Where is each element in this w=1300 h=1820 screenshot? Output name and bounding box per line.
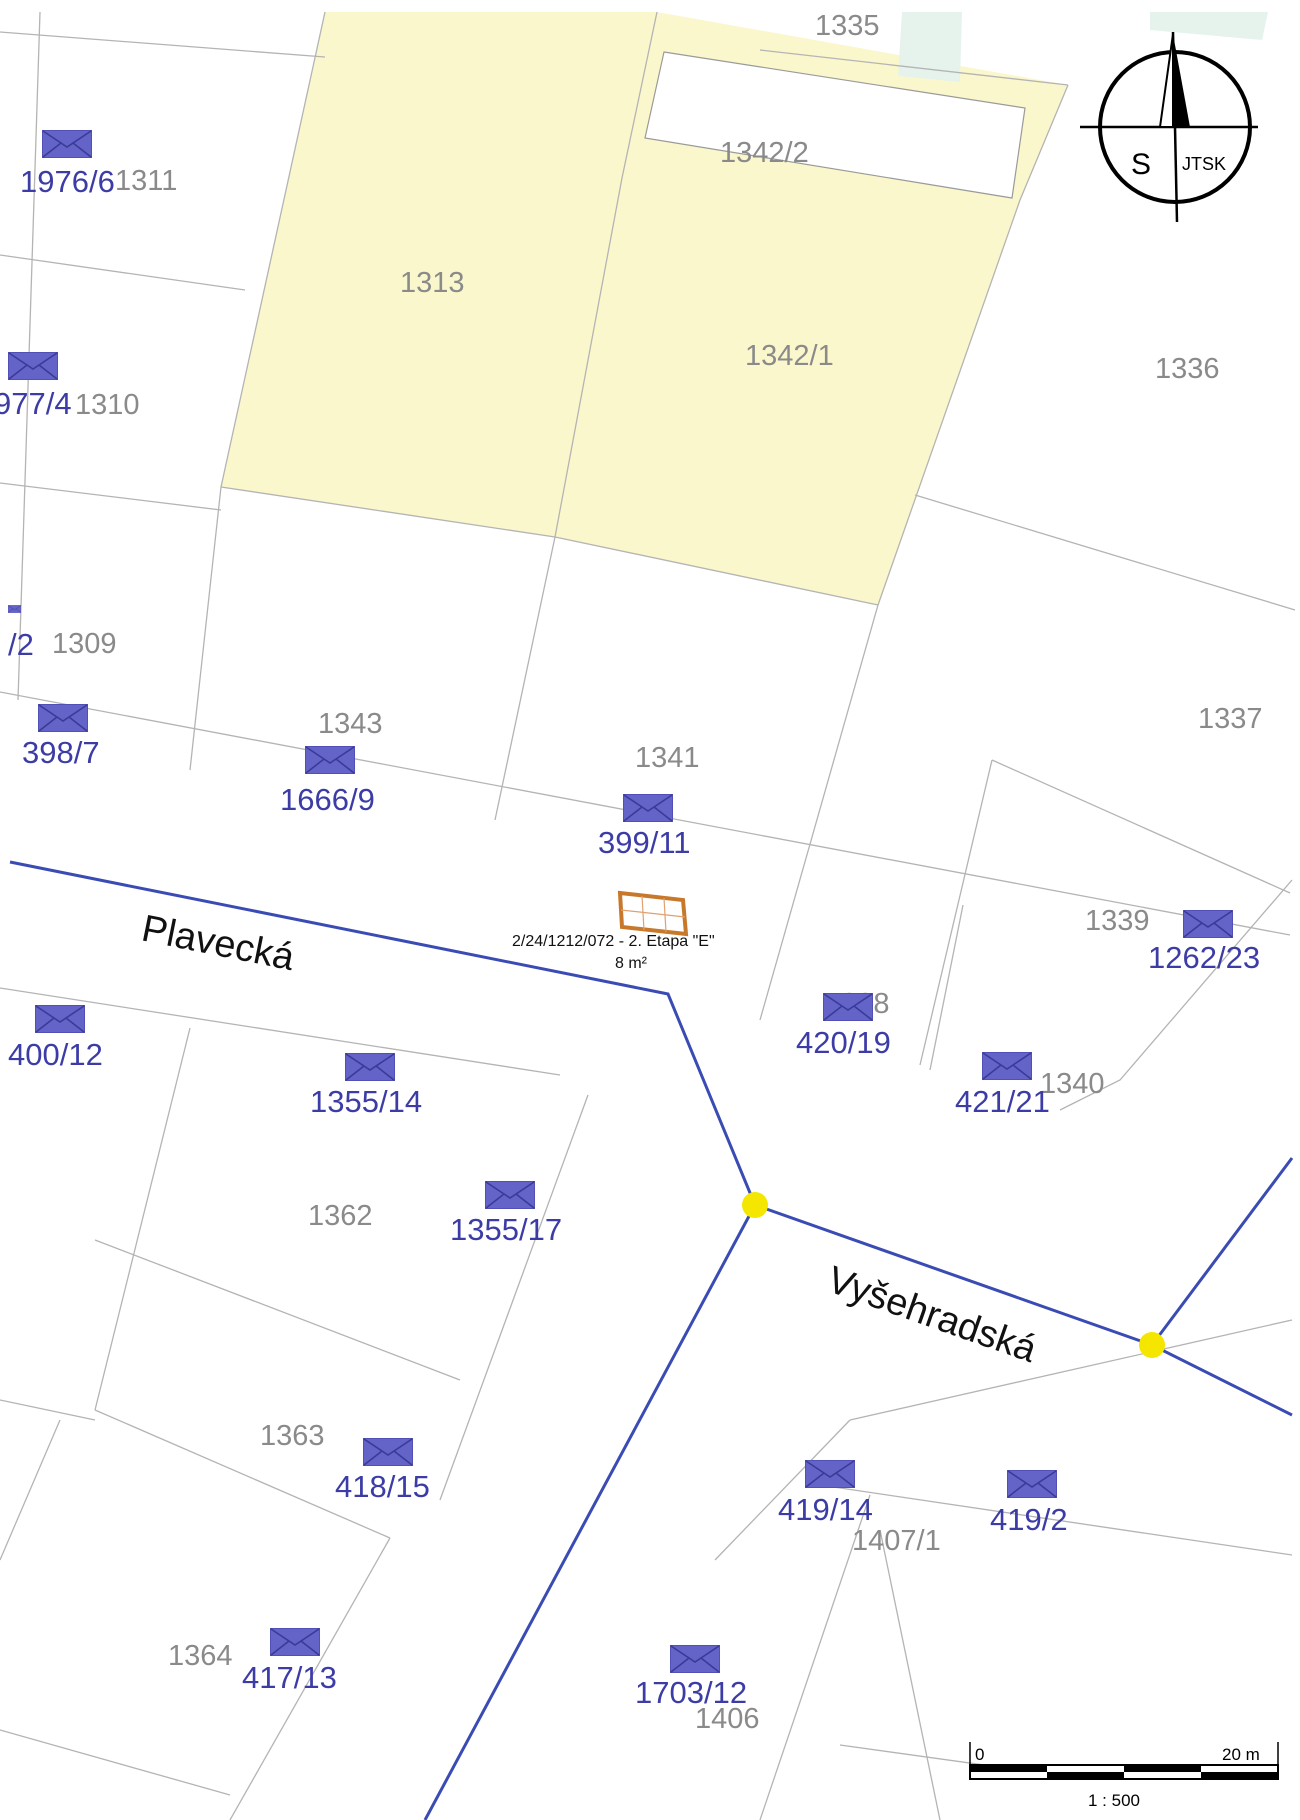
- address-point-icon[interactable]: [305, 746, 355, 774]
- street-node[interactable]: [1139, 1332, 1165, 1358]
- parcel-number[interactable]: 1309: [52, 628, 117, 660]
- highlighted-parcels: [221, 12, 1268, 605]
- address-point-icon[interactable]: [363, 1438, 413, 1466]
- address-point-icon[interactable]: [8, 604, 21, 614]
- address-number[interactable]: 1976/6: [20, 164, 115, 199]
- address-point-icon[interactable]: [270, 1628, 320, 1656]
- address-point-icon[interactable]: [1007, 1470, 1057, 1498]
- parcel-number-labels: 1335 1342/2 1311 1313 1342/1 1336 1310 1…: [52, 10, 1263, 1735]
- address-point-icon[interactable]: [35, 1005, 85, 1033]
- parcel-number[interactable]: 1341: [635, 742, 700, 774]
- scale-bar-segment: [1124, 1765, 1201, 1772]
- parcel-number[interactable]: 1362: [308, 1200, 373, 1232]
- scale-start-label: 0: [975, 1745, 984, 1764]
- scale-bar-segment: [1201, 1772, 1278, 1779]
- parcel-1342-2-building: [644, 51, 1026, 199]
- scale-bar-segment: [1047, 1772, 1124, 1779]
- address-number[interactable]: 419/2: [990, 1502, 1068, 1537]
- address-point-icon[interactable]: [8, 352, 58, 380]
- parcel-number[interactable]: 1363: [260, 1420, 325, 1452]
- target-parcel[interactable]: [617, 890, 689, 937]
- parcel-number[interactable]: 1364: [168, 1640, 233, 1672]
- address-point-icon[interactable]: [805, 1460, 855, 1488]
- address-point-icon[interactable]: [623, 794, 673, 822]
- street-label-vysehradska[interactable]: Vyšehradská: [822, 1259, 1043, 1371]
- address-number-labels: 1976/6 977/4 /2 398/7 1666/9 399/11 1262…: [0, 164, 1260, 1710]
- address-number[interactable]: 1355/17: [450, 1212, 562, 1247]
- parcel-number[interactable]: 1406: [695, 1703, 760, 1735]
- street-line-vysehradska: [754, 1203, 1293, 1417]
- address-number[interactable]: 419/14: [778, 1492, 873, 1527]
- address-point-icon[interactable]: [485, 1181, 535, 1209]
- scale-bar: 0 20 m 1 : 500: [969, 1742, 1279, 1810]
- address-number[interactable]: /2: [8, 627, 34, 662]
- parcel-number[interactable]: 1310: [75, 389, 140, 421]
- address-number[interactable]: 977/4: [0, 386, 72, 421]
- parcel-number[interactable]: 1335: [815, 10, 880, 42]
- address-number[interactable]: 1666/9: [280, 782, 375, 817]
- scale-bar-segment: [970, 1765, 1047, 1772]
- address-number[interactable]: 400/12: [8, 1037, 103, 1072]
- parcel-number[interactable]: 1337: [1198, 703, 1263, 735]
- north-arrow-icon: [1173, 34, 1190, 127]
- parcel-number[interactable]: 1340: [1040, 1068, 1105, 1100]
- scale-end-label: 20 m: [1222, 1745, 1260, 1764]
- address-number[interactable]: 398/7: [22, 735, 100, 770]
- address-point-icon[interactable]: [345, 1053, 395, 1081]
- target-parcel-outline[interactable]: [617, 890, 689, 937]
- address-point-icon[interactable]: [1183, 910, 1233, 938]
- north-arrow: S JTSK: [1080, 31, 1258, 223]
- address-number[interactable]: 399/11: [598, 825, 691, 860]
- target-parcel-area[interactable]: 8 m²: [615, 955, 648, 972]
- garden-strip: [898, 12, 962, 82]
- address-point-icon[interactable]: [982, 1052, 1032, 1080]
- parcel-number[interactable]: 1336: [1155, 353, 1220, 385]
- parcel-number[interactable]: 1342/2: [720, 137, 809, 169]
- street-line-south: [423, 1204, 757, 1820]
- address-point-icon[interactable]: [823, 993, 873, 1021]
- address-number[interactable]: 1703/12: [635, 1675, 747, 1710]
- parcel-number[interactable]: 1343: [318, 708, 383, 740]
- parcel-1313-fill: [221, 12, 657, 537]
- street-line-plavecka: [9, 860, 757, 1206]
- garden-strip-right: [1150, 12, 1268, 40]
- street-lines: [9, 860, 1294, 1820]
- scale-ratio-label: 1 : 500: [1088, 1791, 1140, 1810]
- street-label-plavecka[interactable]: Plavecká: [138, 908, 298, 980]
- address-point-icon[interactable]: [670, 1645, 720, 1673]
- address-number[interactable]: 421/21: [955, 1084, 1050, 1119]
- address-number[interactable]: 418/15: [335, 1469, 430, 1504]
- street-line-east: [1150, 1157, 1294, 1346]
- address-point-icon[interactable]: [42, 130, 92, 158]
- address-point-icon[interactable]: [38, 704, 88, 732]
- parcel-number[interactable]: 1313: [400, 267, 465, 299]
- parcel-number[interactable]: 1339: [1085, 905, 1150, 937]
- address-number[interactable]: 420/19: [796, 1025, 891, 1060]
- parcel-number[interactable]: 1407/1: [852, 1525, 941, 1557]
- street-node[interactable]: [742, 1192, 768, 1218]
- target-parcel-label[interactable]: 2/24/1212/072 - 2. Etapa "E": [512, 933, 715, 950]
- parcel-number[interactable]: 1342/1: [745, 340, 834, 372]
- parcel-number[interactable]: 1311: [115, 165, 177, 197]
- compass-letter: S: [1131, 148, 1151, 181]
- address-number[interactable]: 1355/14: [310, 1084, 422, 1119]
- address-number[interactable]: 1262/23: [1148, 940, 1260, 975]
- compass-system: JTSK: [1182, 154, 1226, 174]
- address-number[interactable]: 417/13: [242, 1660, 337, 1695]
